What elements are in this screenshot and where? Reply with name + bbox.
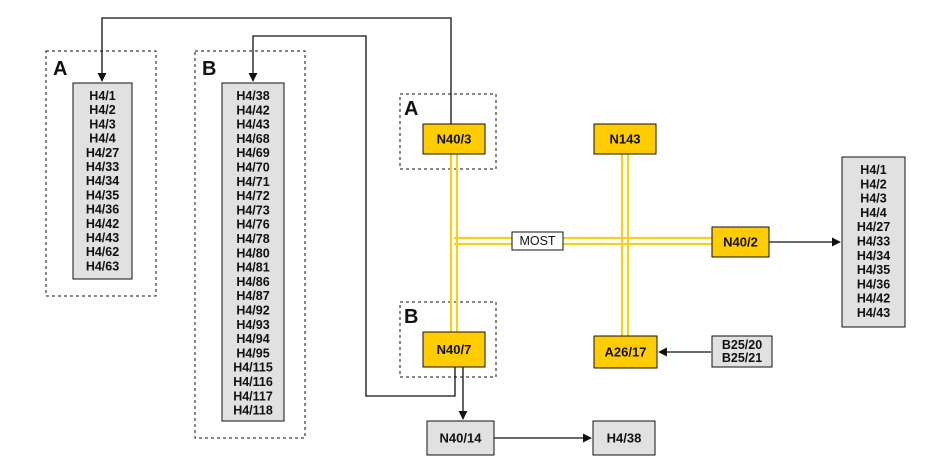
node-n40-3-label: N40/3 xyxy=(437,132,472,147)
list-item: H4/36 xyxy=(86,203,119,217)
list-item: H4/118 xyxy=(233,404,273,418)
group-b-list-box xyxy=(221,82,285,422)
list-item: H4/35 xyxy=(86,188,119,202)
list-item: H4/27 xyxy=(857,220,890,234)
list-item: H4/3 xyxy=(860,192,886,206)
list-item: H4/92 xyxy=(236,304,269,318)
node-n40-2 xyxy=(711,226,770,258)
group-a-label: A xyxy=(53,58,67,80)
list-item: H4/70 xyxy=(236,161,269,175)
list-item: H4/81 xyxy=(236,261,269,275)
zone-a-label: A xyxy=(404,98,418,120)
list-item: H4/42 xyxy=(857,292,890,306)
list-item: H4/43 xyxy=(857,306,890,320)
list-item: H4/35 xyxy=(857,263,890,277)
list-item: H4/43 xyxy=(236,118,269,132)
sensor-box xyxy=(711,335,773,368)
group-a-boundary xyxy=(45,50,157,297)
zone-b-boundary xyxy=(399,301,497,378)
group-b-label: B xyxy=(202,58,216,80)
list-item: H4/73 xyxy=(236,203,269,217)
node-n40-7 xyxy=(422,331,486,368)
list-item: H4/1 xyxy=(89,89,115,103)
right-list: H4/1H4/2H4/3H4/4H4/27H4/33H4/34H4/35H4/3… xyxy=(857,163,890,320)
list-item: H4/34 xyxy=(857,249,890,263)
list-item: H4/42 xyxy=(236,103,269,117)
list-item: H4/71 xyxy=(236,175,269,189)
zone-b-label: B xyxy=(404,306,418,328)
group-a-list-box xyxy=(72,82,133,280)
line-n40-3-to-group-a xyxy=(97,17,452,125)
right-list-box xyxy=(841,156,906,328)
list-item: H4/36 xyxy=(857,277,890,291)
list-item: H4/27 xyxy=(86,146,119,160)
node-n40-3 xyxy=(422,123,486,155)
list-item: H4/115 xyxy=(233,361,273,375)
node-a26-17-label: A26/17 xyxy=(605,345,647,360)
list-item: H4/33 xyxy=(86,160,119,174)
list-item: H4/72 xyxy=(236,189,269,203)
node-n143-label: N143 xyxy=(609,132,640,147)
node-a26-17 xyxy=(593,335,658,369)
list-item: H4/33 xyxy=(857,235,890,249)
group-b-list: H4/38H4/42H4/43H4/68H4/69H4/70H4/71H4/72… xyxy=(233,89,273,418)
list-item: H4/86 xyxy=(236,275,269,289)
list-item: H4/2 xyxy=(89,103,115,117)
list-item: H4/4 xyxy=(89,132,115,146)
most-bus xyxy=(449,154,712,336)
line-n40-7-to-group-b xyxy=(248,35,456,397)
list-item: H4/42 xyxy=(86,217,119,231)
list-item: H4/69 xyxy=(236,146,269,160)
most-label-box xyxy=(511,231,564,251)
list-item: H4/43 xyxy=(86,231,119,245)
node-h4-38 xyxy=(592,420,656,456)
node-h4-38-label: H4/38 xyxy=(607,431,642,446)
group-a-list: H4/1H4/2H4/3H4/4H4/27H4/33H4/34H4/35H4/3… xyxy=(86,89,119,273)
zone-a-boundary xyxy=(399,93,497,170)
most-label: MOST xyxy=(519,234,555,248)
list-item: H4/34 xyxy=(86,174,119,188)
group-b-boundary xyxy=(194,50,306,439)
list-item: H4/93 xyxy=(236,318,269,332)
node-n40-14 xyxy=(426,420,495,456)
list-item: H4/1 xyxy=(860,163,886,177)
node-n143 xyxy=(593,123,657,155)
list-item: H4/63 xyxy=(86,259,119,273)
list-item: H4/80 xyxy=(236,246,269,260)
list-item: H4/2 xyxy=(860,177,886,191)
node-n40-7-label: N40/7 xyxy=(437,342,472,357)
node-n40-14-label: N40/14 xyxy=(440,431,483,446)
list-item: B25/20 xyxy=(722,338,762,352)
list-item: B25/21 xyxy=(722,351,762,365)
list-item: H4/62 xyxy=(86,245,119,259)
node-n40-2-label: N40/2 xyxy=(723,235,758,250)
list-item: H4/117 xyxy=(233,389,273,403)
list-item: H4/116 xyxy=(233,375,273,389)
list-item: H4/78 xyxy=(236,232,269,246)
list-item: H4/94 xyxy=(236,332,269,346)
list-item: H4/87 xyxy=(236,289,269,303)
list-item: H4/95 xyxy=(236,346,269,360)
list-item: H4/4 xyxy=(860,206,886,220)
list-item: H4/38 xyxy=(236,89,269,103)
list-item: H4/3 xyxy=(89,117,115,131)
list-item: H4/76 xyxy=(236,218,269,232)
list-item: H4/68 xyxy=(236,132,269,146)
